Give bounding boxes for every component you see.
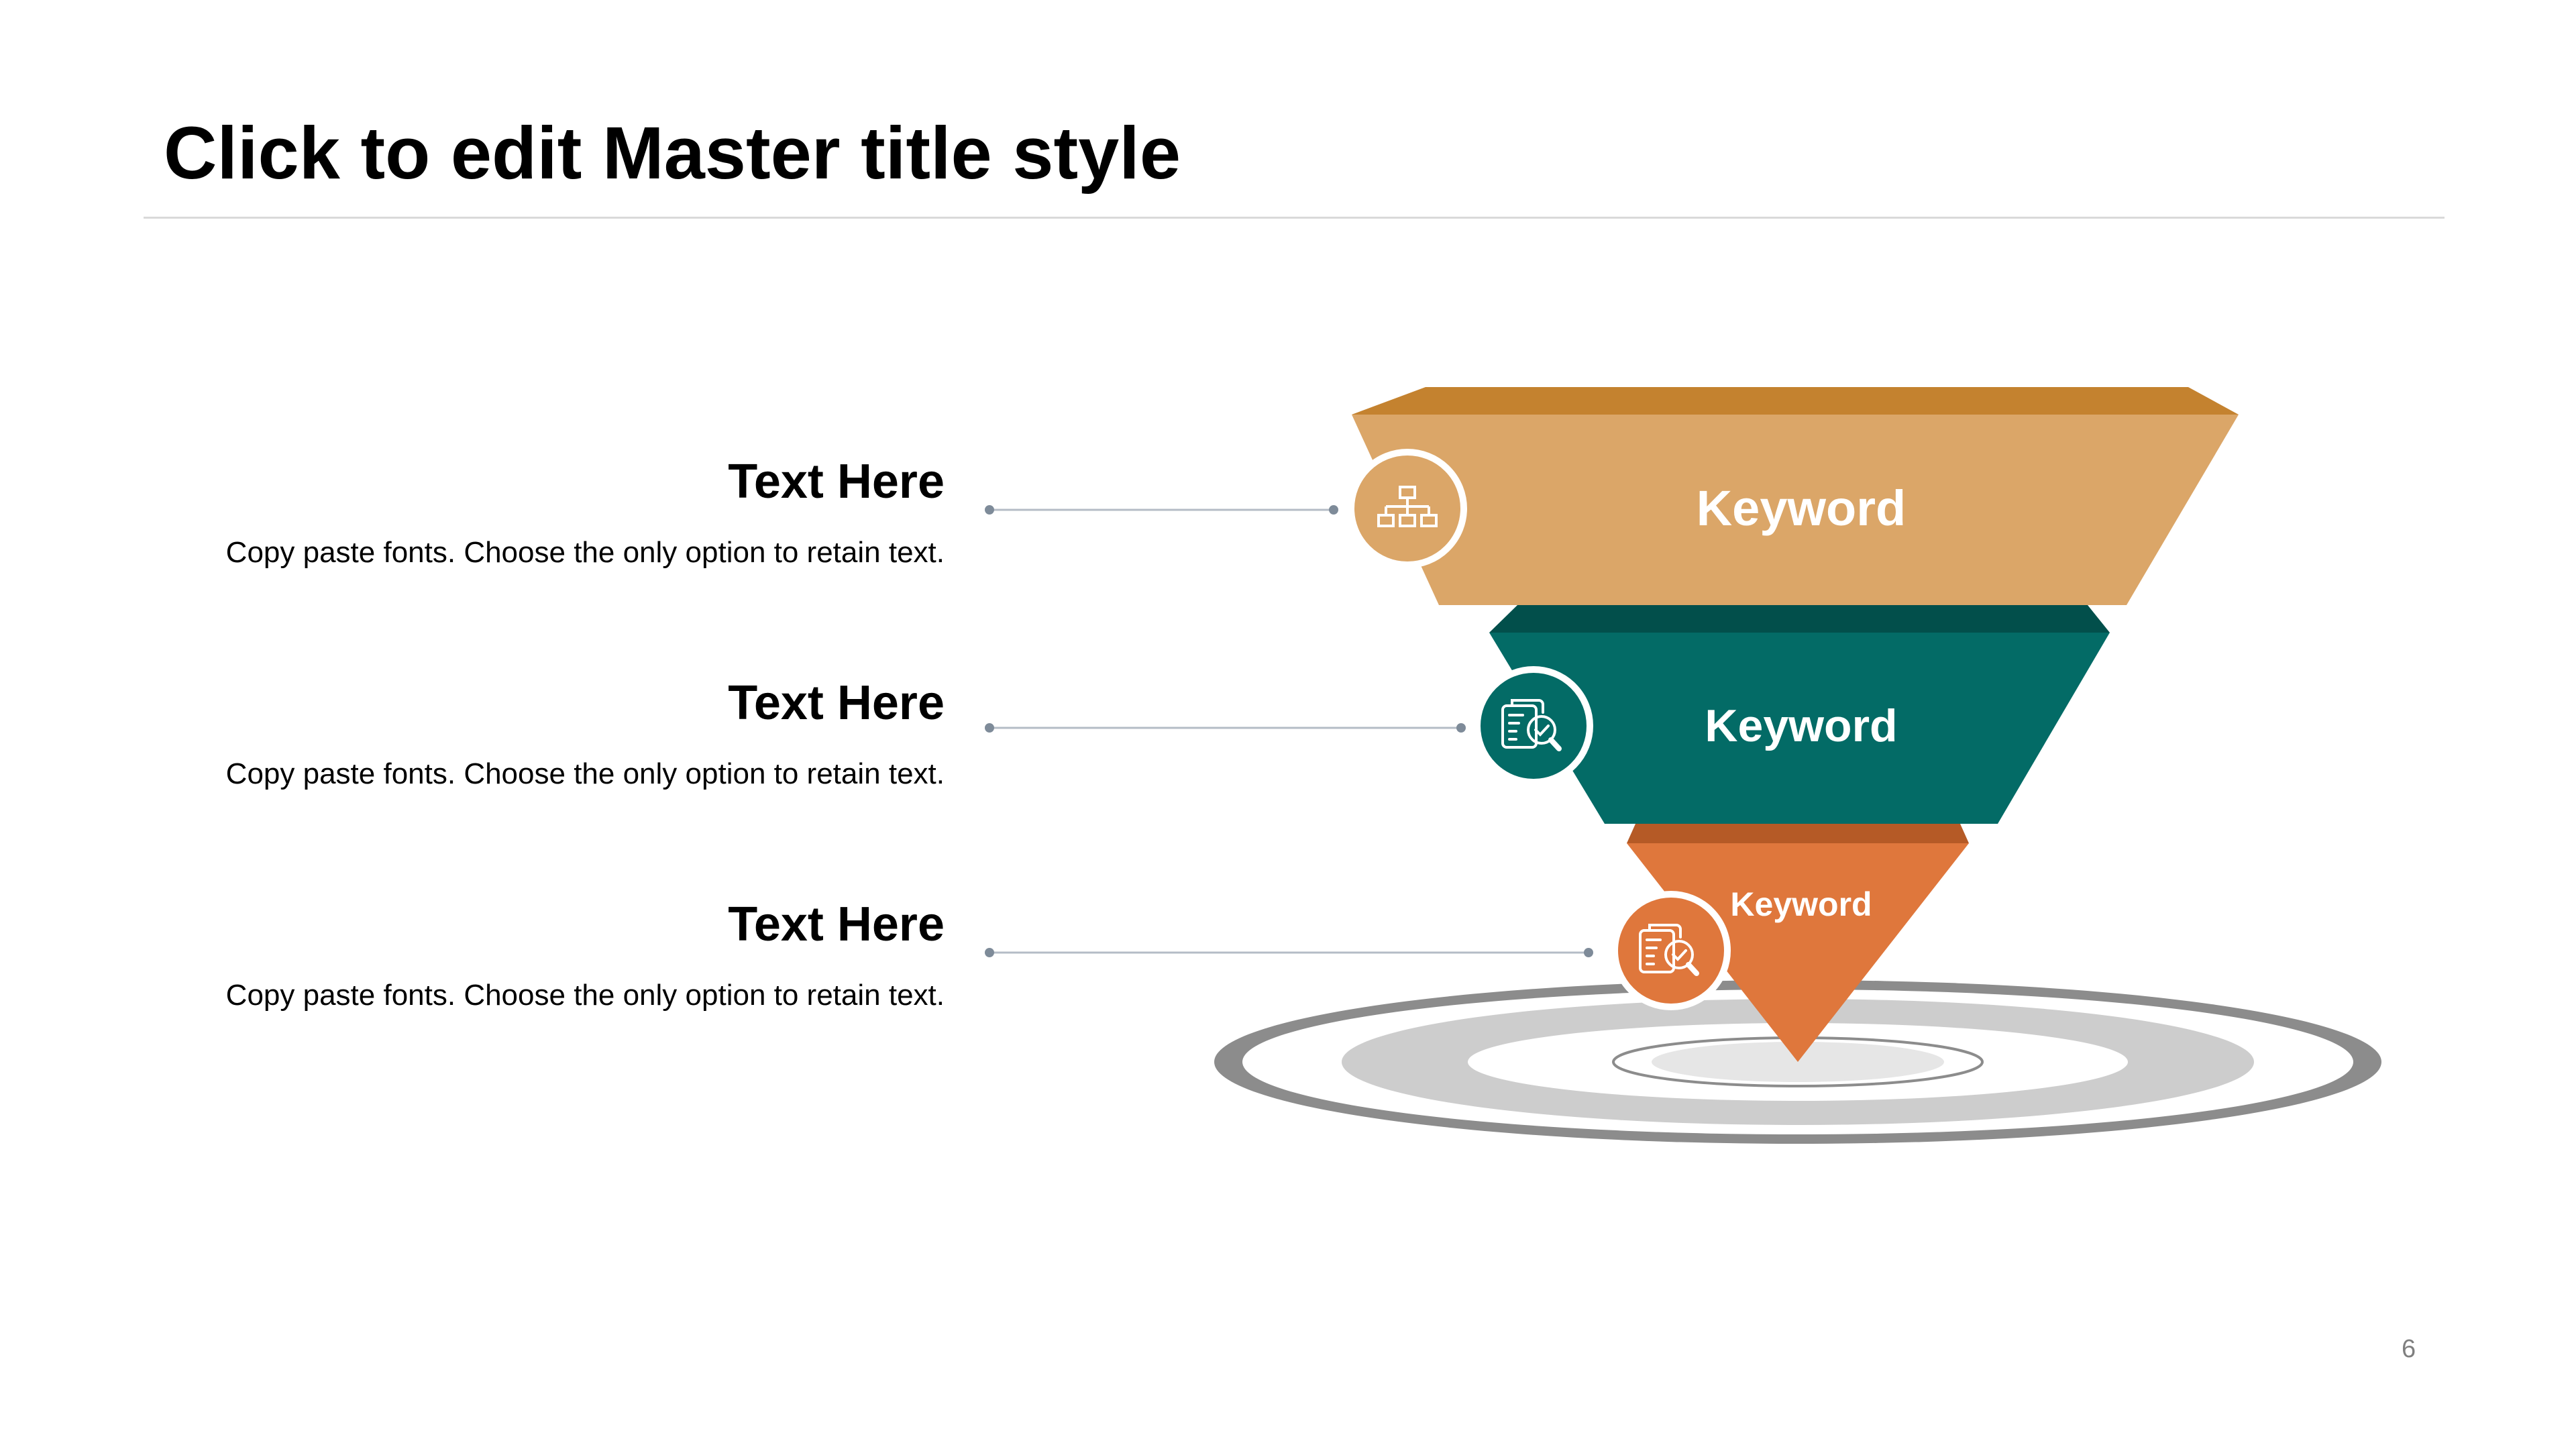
connector-dot — [985, 948, 994, 957]
connector-dot — [1456, 723, 1466, 733]
funnel-level-top-face — [1627, 824, 1969, 843]
icon-badge — [1611, 891, 1731, 1010]
funnel-level-1: Keyword — [1352, 387, 2239, 605]
funnel-level-top-face — [1352, 387, 2239, 415]
funnel-level-body — [1352, 415, 2239, 605]
text-block-description: Copy paste fonts. Choose the only option… — [225, 979, 945, 1012]
funnel-level-3: Keyword — [1627, 824, 1969, 1062]
connector-dot — [985, 723, 994, 733]
connectors — [985, 505, 1593, 957]
funnel-level-top-face — [1489, 605, 2110, 633]
text-block-description: Copy paste fonts. Choose the only option… — [225, 757, 945, 790]
text-block-heading: Text Here — [728, 455, 945, 508]
document-search-icon-glyph — [1639, 924, 1699, 976]
text-block-heading: Text Here — [728, 676, 945, 730]
connector-dot — [985, 505, 994, 515]
text-block-description: Copy paste fonts. Choose the only option… — [225, 536, 945, 569]
org-chart-icon — [1348, 449, 1467, 568]
org-chart-icon-glyph — [1377, 486, 1438, 527]
document-search-icon — [1611, 891, 1731, 1010]
text-block-heading: Text Here — [728, 898, 945, 951]
text-block-3: Text Here Copy paste fonts. Choose the o… — [72, 900, 945, 1010]
funnel-level-2: Keyword — [1489, 605, 2110, 824]
document-search-icon — [1474, 666, 1593, 786]
funnel-keyword-label: Keyword — [1705, 700, 1897, 751]
icon-badge — [1474, 666, 1593, 786]
funnel-level-body — [1627, 843, 1969, 1062]
text-block-1: Text Here Copy paste fonts. Choose the o… — [72, 458, 945, 568]
document-search-icon-glyph — [1501, 699, 1562, 751]
funnel-keyword-label: Keyword — [1697, 480, 1907, 536]
text-block-2: Text Here Copy paste fonts. Choose the o… — [72, 679, 945, 789]
funnel-level-body — [1489, 633, 2110, 824]
slide-title: Click to edit Master title style — [164, 112, 1181, 195]
title-divider — [144, 217, 2445, 219]
connector-dot — [1584, 948, 1593, 957]
connector-dot — [1329, 505, 1338, 515]
page-number: 6 — [2402, 1335, 2416, 1363]
funnel-keyword-label: Keyword — [1730, 885, 1872, 923]
